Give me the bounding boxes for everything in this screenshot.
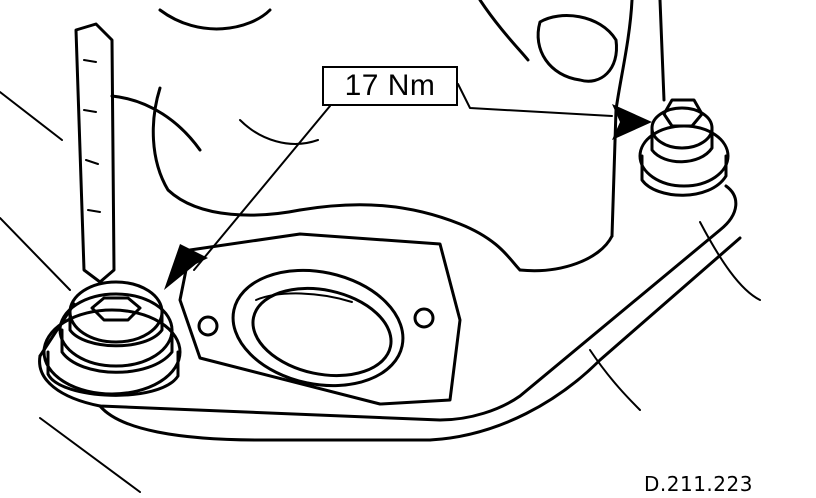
background-lines-left: [0, 91, 141, 493]
housing-body: [151, 0, 666, 273]
figure-reference: D.211.223: [644, 472, 753, 496]
left-bracket: [74, 8, 272, 284]
torque-leader-lines: [164, 83, 652, 290]
arrowhead-left: [164, 244, 208, 290]
exhaust-port: [231, 268, 405, 388]
bolt-left: [42, 280, 182, 397]
torque-callout: 17 Nm: [322, 66, 458, 106]
arrowhead-right: [612, 104, 652, 140]
gasket: [178, 232, 462, 406]
bolt-right: [638, 98, 730, 197]
